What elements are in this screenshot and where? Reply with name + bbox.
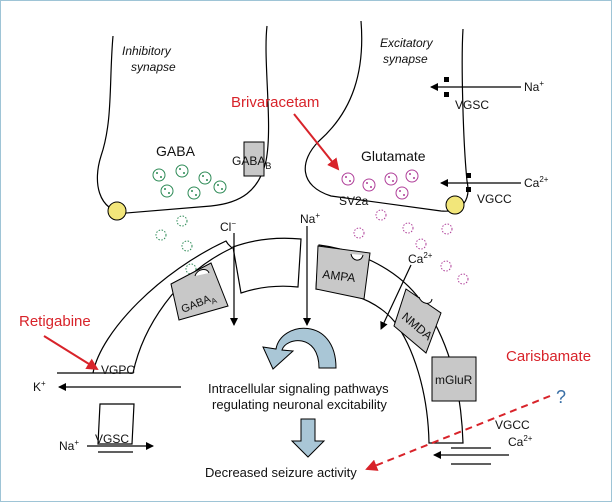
- intracellular-label-2: regulating neuronal excitability: [212, 397, 387, 412]
- down-block-arrow: [290, 418, 326, 458]
- vgsc-bottom-label: VGSC: [95, 432, 129, 446]
- release-site-excitatory: [445, 195, 465, 215]
- mglur-label: mGluR: [435, 373, 473, 387]
- ca-top-label: Ca2+: [524, 175, 549, 190]
- cl-label: Cl−: [220, 219, 236, 234]
- k-label: K+: [33, 379, 46, 394]
- nmda-receptor: [393, 288, 442, 354]
- vgpc-label: VGPC: [101, 363, 135, 377]
- curved-signaling-arrow: [262, 327, 337, 370]
- question-mark: ?: [556, 387, 566, 407]
- vgsc-bottom-channel: [97, 403, 135, 445]
- carisbamate-label: Carisbamate: [506, 348, 591, 365]
- mglur-receptor: [431, 356, 477, 402]
- inhibitory-terminal: [96, 25, 270, 214]
- gaba-a-receptor: [170, 262, 229, 321]
- na-mid-label: Na+: [300, 211, 320, 226]
- ca-mid-label: Ca2+: [408, 251, 433, 266]
- inhibitory-label-2: synapse: [131, 60, 176, 74]
- na-top-label: Na+: [524, 79, 544, 94]
- vgcc-top-label: VGCC: [477, 192, 512, 206]
- brivaracetam-label: Brivaracetam: [231, 94, 319, 111]
- released-gaba: [155, 215, 197, 275]
- gaba-b-label: GABAB: [232, 154, 271, 171]
- vgcc-bottom-bars: [451, 447, 491, 465]
- ampa-label: AMPA: [322, 267, 357, 285]
- decreased-seizure-label: Decreased seizure activity: [205, 465, 357, 480]
- postsynaptic-right-band: [315, 244, 464, 444]
- glutamate-label: Glutamate: [361, 148, 426, 164]
- release-site-inhibitory: [107, 201, 127, 221]
- ca-bottom-label: Ca2+: [508, 434, 533, 449]
- flux-arrows: [58, 83, 521, 459]
- glutamate-vesicle-dots: [345, 173, 415, 196]
- vgcc-bottom-label: VGCC: [495, 418, 530, 432]
- glutamate-vesicles: [341, 169, 419, 200]
- channel-marks: [444, 77, 471, 192]
- gaba-label: GABA: [156, 143, 196, 159]
- gaba-vesicle-dots: [156, 168, 223, 196]
- intracellular-label-1: Intracellular signaling pathways: [208, 381, 389, 396]
- sv2a-label: SV2a: [339, 194, 369, 208]
- retigabine-label: Retigabine: [19, 313, 91, 330]
- gaba-b-receptor: [243, 141, 265, 177]
- excitatory-label-1: Excitatory: [380, 36, 434, 50]
- postsynaptic-left-band: [57, 240, 234, 374]
- released-glutamate: [353, 209, 469, 285]
- inhibitory-label-1: Inhibitory: [122, 44, 172, 58]
- excitatory-terminal: [304, 20, 469, 212]
- gaba-vesicles: [152, 164, 227, 200]
- na-bottom-label: Na+: [59, 438, 79, 453]
- excitatory-label-2: synapse: [383, 52, 428, 66]
- drug-arrows: [43, 113, 551, 471]
- postsynaptic-top-segment: [232, 237, 302, 294]
- vgsc-top-label: VGSC: [455, 98, 489, 112]
